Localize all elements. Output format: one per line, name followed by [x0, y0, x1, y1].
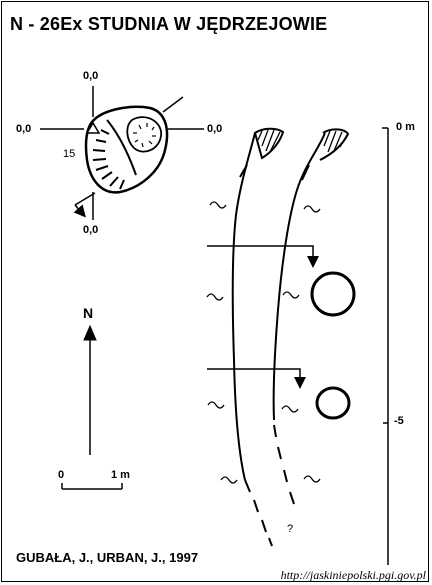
map-title: N - 26Ex STUDNIA W JĘDRZEJOWIE: [10, 14, 328, 34]
section-left-lip: [253, 127, 285, 160]
section-right-wall: [272, 132, 326, 421]
cross-section-marker-lower: [207, 368, 306, 389]
north-arrow: [83, 324, 97, 455]
cross-section-lower: [315, 386, 351, 420]
cross-section-marker-upper: [207, 245, 319, 268]
section-right-wall-dashed: [273, 424, 295, 505]
plan-label-left: 0,0: [16, 123, 32, 135]
plan-label-top: 0,0: [83, 70, 99, 82]
section-left-wall-dashed: [244, 479, 273, 547]
plan-label-bottom: 0,0: [83, 224, 99, 236]
plan-section-line-ne: [162, 96, 184, 113]
section-right-lip: [319, 128, 350, 161]
section-right-stub: [301, 164, 310, 181]
plan-dip-label: 15: [63, 148, 76, 160]
plan-label-right: 0,0: [207, 123, 223, 135]
section-right-lip-hachures: [323, 130, 348, 153]
section-left-wall: [231, 132, 256, 481]
plan-outline: [84, 105, 169, 194]
source-url: http://jaskiniepolski.pgi.gov.pl: [280, 568, 426, 582]
plan-section-line-sw-tick: [73, 204, 86, 218]
section-wall-tildes: [206, 201, 321, 484]
section-unknown-mark: ?: [287, 523, 294, 535]
scale-start-label: 0: [58, 469, 65, 481]
plan-view: [40, 86, 204, 220]
depth-label-top: 0 m: [396, 121, 415, 133]
plan-section-line-sw: [74, 192, 96, 206]
depth-scale: [382, 127, 389, 565]
scale-end-label: 1 m: [111, 469, 130, 481]
author-credit: GUBAŁA, J., URBAN, J., 1997: [16, 550, 199, 565]
depth-label-mid: -5: [394, 415, 404, 427]
section-left-stub: [239, 164, 248, 178]
section-left-lip-hachures: [257, 129, 281, 153]
vertical-section: [206, 127, 356, 547]
scale-bar: [61, 483, 123, 490]
cross-section-upper: [310, 271, 356, 317]
plan-datum-triangle: [85, 121, 101, 134]
plan-shaft-ticks: [133, 123, 156, 148]
plan-hachures: [92, 129, 125, 190]
plan-inner-wall: [106, 119, 137, 176]
north-label: N: [83, 305, 94, 321]
plan-inner-shaft: [126, 116, 162, 153]
